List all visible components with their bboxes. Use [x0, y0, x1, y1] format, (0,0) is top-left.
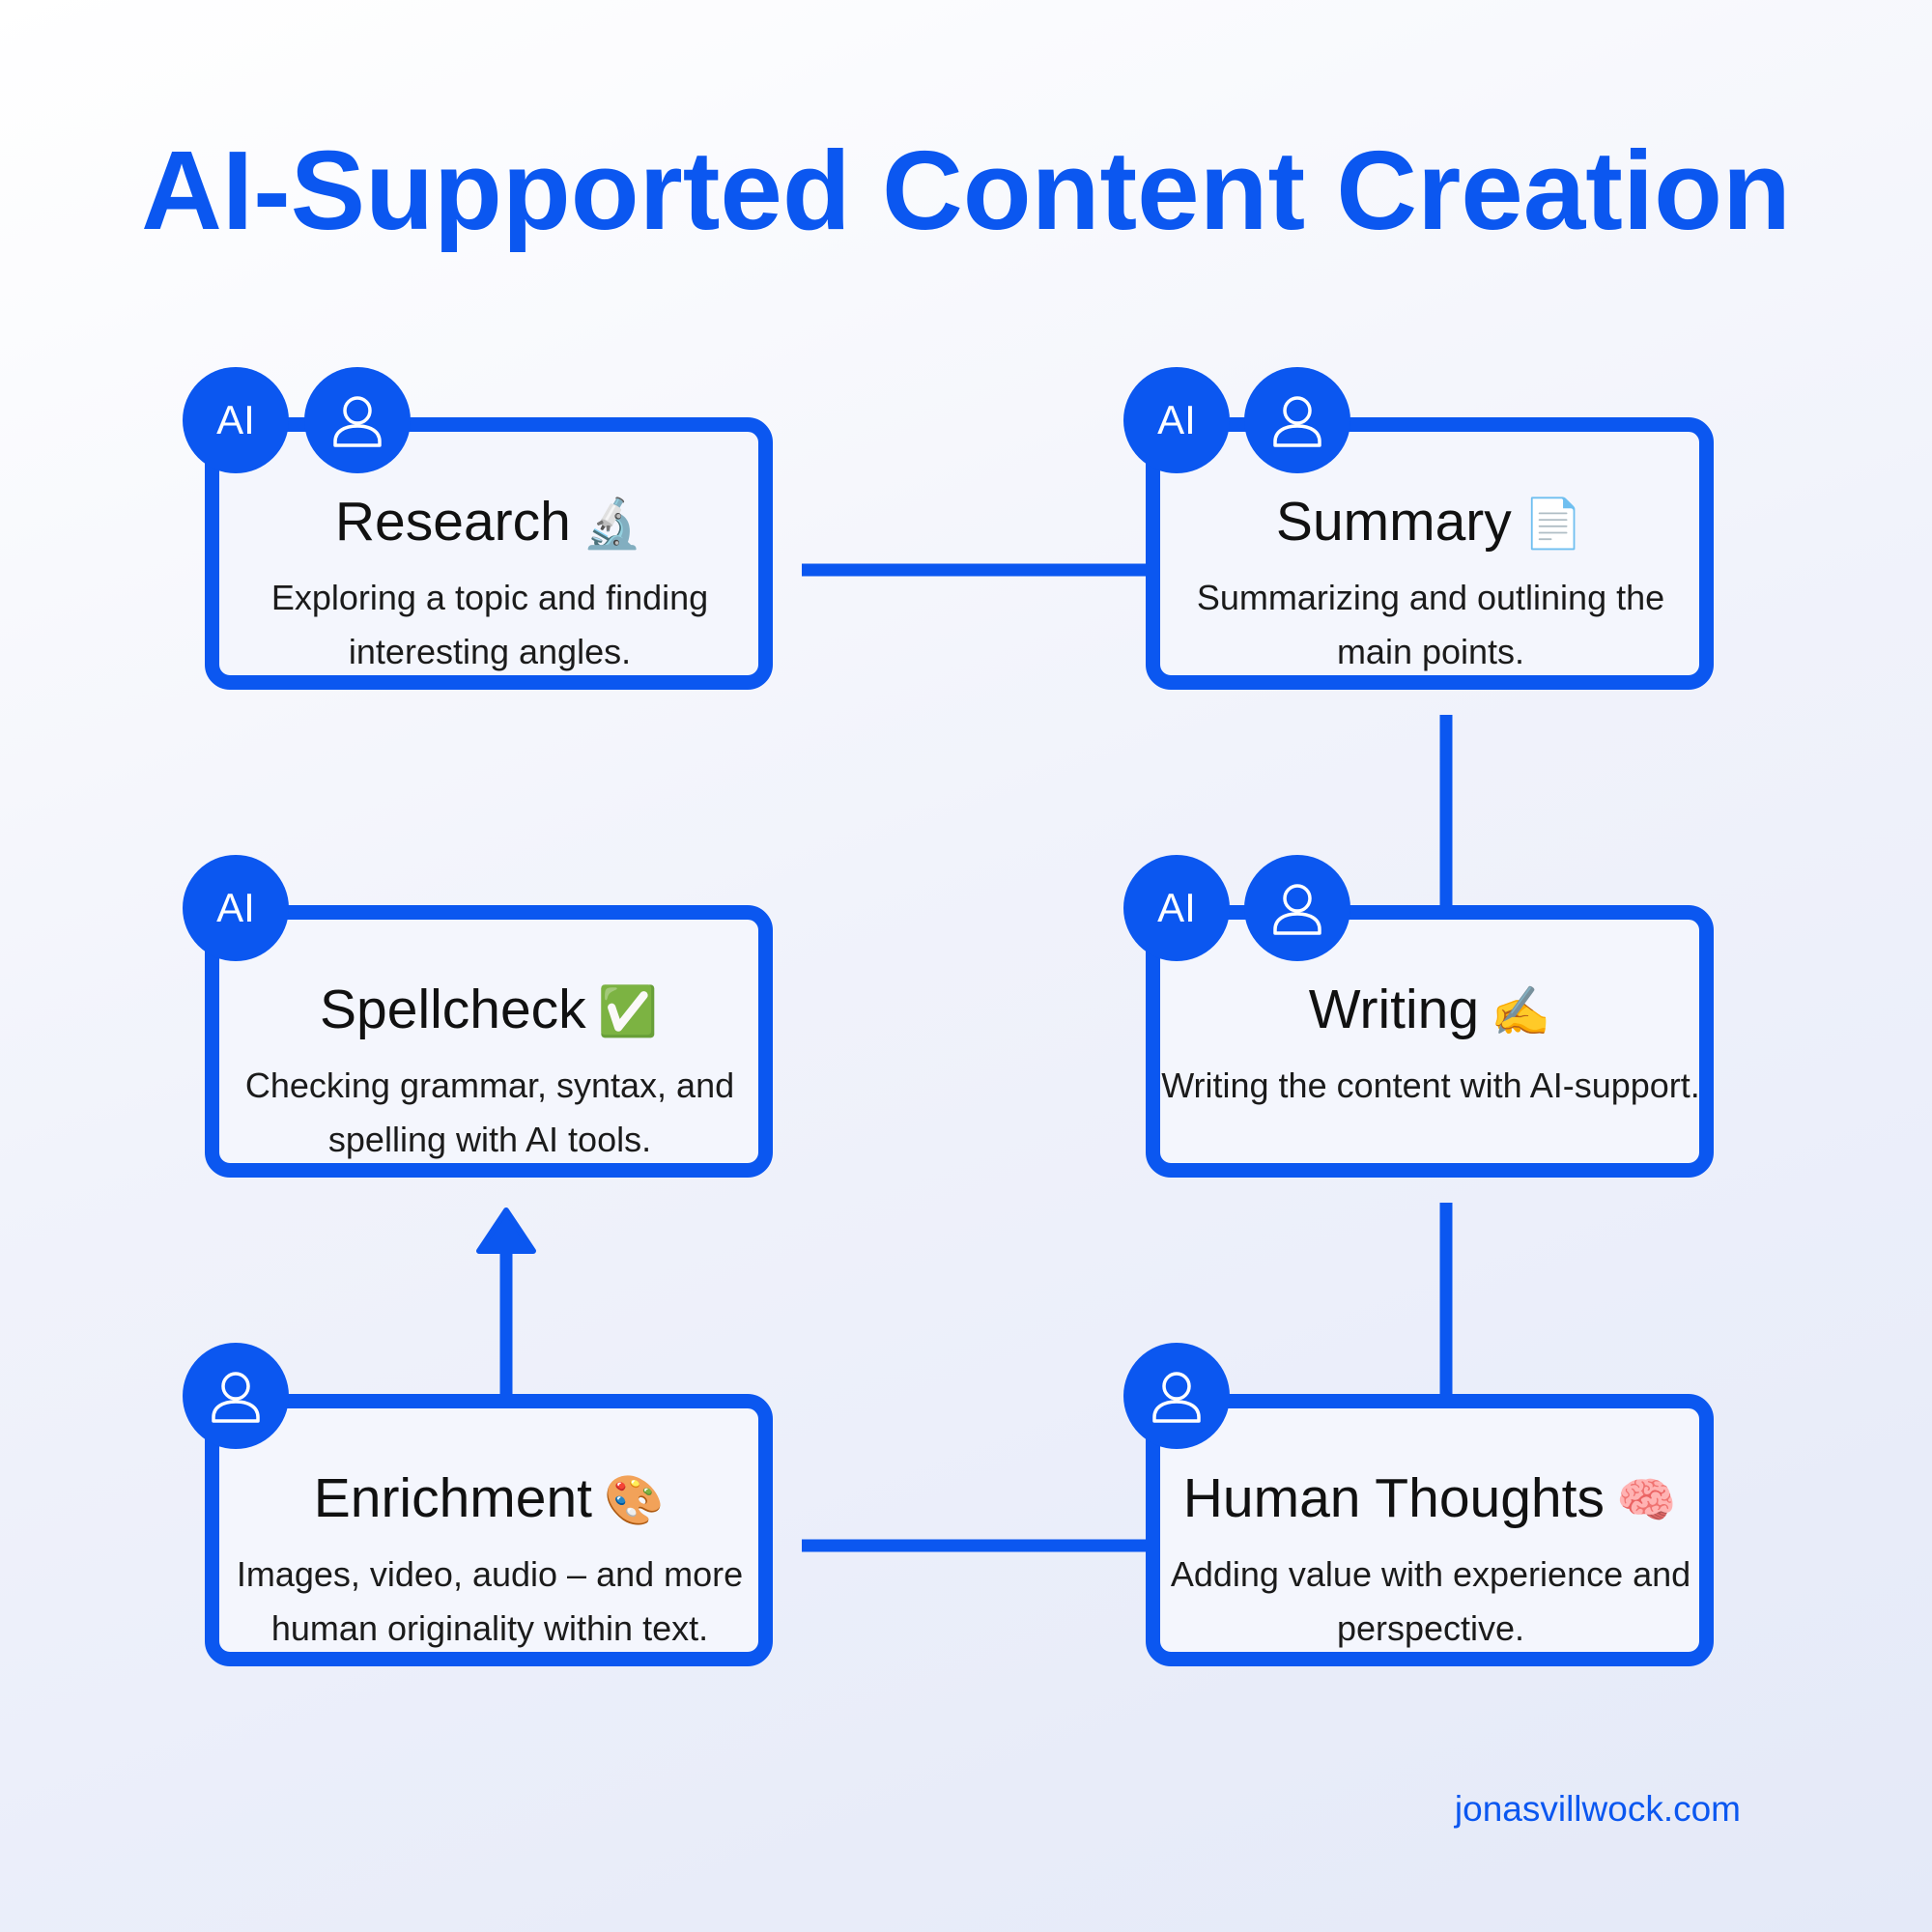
step-title: Writing✍️ — [1308, 979, 1551, 1040]
step-card-human-thoughts: Human Thoughts🧠 Adding value with experi… — [1146, 1394, 1714, 1666]
step-title: Enrichment🎨 — [313, 1467, 665, 1529]
step-card-writing: Writing✍️ Writing the content with AI-su… — [1146, 905, 1714, 1178]
person-icon — [1244, 367, 1350, 473]
check-mark-icon: ✅ — [597, 984, 658, 1038]
person-icon — [1123, 1343, 1230, 1449]
ai-badge: AI — [183, 855, 289, 961]
step-description: Summarizing and outlining the main point… — [1196, 578, 1665, 671]
microscope-icon: 🔬 — [582, 497, 643, 551]
step-card-summary: Summary📄 Summarizing and outlining the m… — [1146, 417, 1714, 690]
footer-website-link[interactable]: jonasvillwock.com — [1454, 1789, 1741, 1829]
arrow-head-up-icon — [476, 1208, 536, 1254]
palette-icon: 🎨 — [604, 1473, 665, 1527]
step-description: Exploring a topic and finding interestin… — [270, 578, 709, 671]
person-icon — [1244, 855, 1350, 961]
writing-hand-icon: ✍️ — [1491, 984, 1551, 1038]
step-description: Adding value with experience and perspec… — [1170, 1554, 1691, 1648]
step-title: Spellcheck✅ — [320, 979, 658, 1040]
step-card-research: Research🔬 Exploring a topic and finding … — [205, 417, 773, 690]
page-title: AI-Supported Content Creation — [141, 128, 1791, 253]
brain-icon: 🧠 — [1615, 1473, 1677, 1527]
step-description: Checking grammar, syntax, and spelling w… — [244, 1065, 735, 1159]
step-card-spellcheck: Spellcheck✅ Checking grammar, syntax, an… — [205, 905, 773, 1178]
ai-badge: AI — [1123, 855, 1230, 961]
step-title: Summary📄 — [1275, 491, 1584, 553]
person-icon — [304, 367, 411, 473]
document-icon: 📄 — [1522, 497, 1584, 551]
step-description: Images, video, audio – and more human or… — [236, 1554, 744, 1648]
person-icon — [183, 1343, 289, 1449]
step-title: Human Thoughts🧠 — [1182, 1467, 1677, 1529]
ai-badge: AI — [183, 367, 289, 473]
step-title: Research🔬 — [334, 491, 643, 553]
step-card-enrichment: Enrichment🎨 Images, video, audio – and m… — [205, 1394, 773, 1666]
ai-badge: AI — [1123, 367, 1230, 473]
step-description: Writing the content with AI-support. — [1161, 1065, 1700, 1105]
